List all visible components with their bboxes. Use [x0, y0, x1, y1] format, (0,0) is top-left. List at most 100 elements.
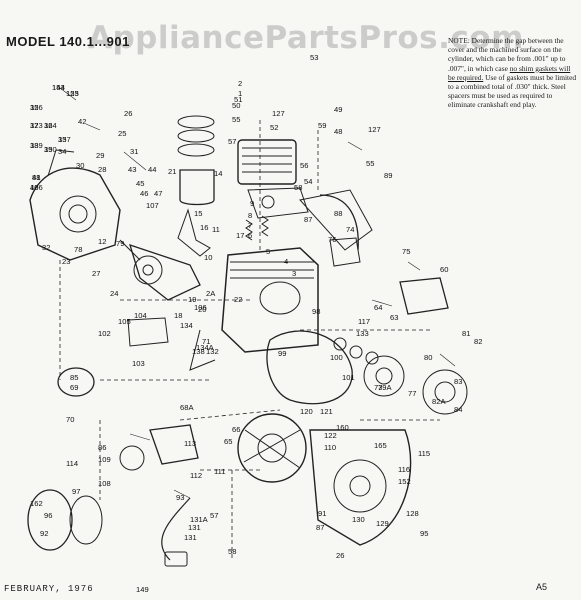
- part-callout: 89: [384, 171, 393, 180]
- part-callout: 117: [358, 317, 371, 326]
- part-callout: 91: [318, 509, 327, 518]
- part-callout: 129: [376, 519, 389, 528]
- part-callout: 66: [232, 425, 241, 434]
- part-callout: 102: [98, 329, 111, 338]
- part-callout: 162: [30, 499, 43, 508]
- part-callout: 105: [118, 317, 131, 326]
- note-underlined: no shim gaskets will be required.: [448, 63, 571, 82]
- print-date: FEBRUARY, 1976: [4, 584, 94, 594]
- part-callout: 49: [334, 105, 343, 114]
- air-cleaner-cover: [27, 489, 73, 551]
- carburetor: [149, 424, 199, 465]
- part-callout: 82: [474, 337, 483, 346]
- part-callout: 23: [62, 257, 71, 266]
- part-callout: 127: [272, 109, 285, 118]
- engine-block: [221, 247, 319, 353]
- part-callout: 116: [398, 465, 411, 474]
- part-callout: 73: [374, 383, 383, 392]
- part-callout: 80: [424, 353, 433, 362]
- part-callout: 8: [248, 211, 253, 220]
- part-callout: 58: [294, 183, 303, 192]
- part-callout: 113: [184, 439, 197, 448]
- part-callout: 5: [266, 247, 271, 256]
- part-callout: 18: [174, 311, 183, 320]
- part-callout: 20: [198, 305, 207, 314]
- part-callout: 110: [324, 443, 337, 452]
- part-callout: 70: [66, 415, 75, 424]
- note-lead: NOTE: Determine the gap between the cove…: [448, 36, 566, 73]
- part-callout: 74: [346, 225, 355, 234]
- note-rest: Use of gaskets must be limited to a comb…: [448, 72, 577, 110]
- part-callout: 44: [148, 165, 157, 174]
- part-callout: 69: [70, 383, 79, 392]
- part-callout: 51: [234, 95, 243, 104]
- part-callout: 3: [292, 269, 297, 278]
- part-callout: 35: [30, 103, 39, 112]
- part-callout: 55: [232, 115, 241, 124]
- watermark: AppliancePartsPros.com: [88, 20, 524, 56]
- blower-housing: [266, 330, 353, 405]
- part-callout: 79: [116, 239, 125, 248]
- part-callout: 121: [320, 407, 333, 416]
- part-callout: 56: [300, 161, 309, 170]
- part-callout: 125: [66, 89, 79, 98]
- part-callout: 42: [78, 117, 87, 126]
- part-callout: 39: [44, 145, 53, 154]
- part-callout: 57: [210, 511, 219, 520]
- part-callout: 112: [190, 471, 203, 480]
- part-callout: 100: [330, 353, 343, 362]
- part-callout: 14: [214, 169, 223, 178]
- part-callout: 86: [98, 443, 107, 452]
- part-callout: 47: [154, 189, 163, 198]
- part-callout: 28: [98, 165, 107, 174]
- fuel-bowl: [119, 445, 145, 471]
- part-callout: 154: [52, 83, 65, 92]
- breather: [329, 237, 361, 267]
- recoil-housing: [309, 429, 412, 546]
- breather-gasket: [127, 317, 169, 347]
- part-callout: 127: [368, 125, 381, 134]
- part-callout: 43: [128, 165, 137, 174]
- part-callout: 97: [72, 487, 81, 496]
- part-callout: 75: [402, 247, 411, 256]
- part-callout: 150: [44, 145, 57, 154]
- part-callout: 45: [136, 179, 145, 188]
- part-callout: 59: [318, 121, 327, 130]
- part-callout: 143: [52, 83, 65, 92]
- part-callout: 92: [40, 529, 49, 538]
- head-gasket: [247, 187, 309, 219]
- part-callout: 98: [312, 307, 321, 316]
- cam-gear: [133, 255, 163, 285]
- part-callout: 55: [366, 159, 375, 168]
- cylinder-head: [237, 139, 297, 185]
- part-callout: 37: [30, 121, 39, 130]
- valve-spring: [245, 219, 253, 241]
- part-callout: 128: [406, 509, 419, 518]
- part-callout: 17: [236, 231, 245, 240]
- part-callout: 88: [32, 173, 41, 182]
- part-callout: 95: [420, 529, 429, 538]
- part-callout: 78: [74, 245, 83, 254]
- part-callout: 41: [32, 173, 41, 182]
- part-callout: 71: [202, 337, 211, 346]
- part-callout: 9: [250, 199, 255, 208]
- model-title: MODEL 140.1...901: [6, 34, 130, 49]
- part-callout: 57: [228, 137, 237, 146]
- part-callout: 52: [270, 123, 279, 132]
- part-callout: 122: [324, 431, 337, 440]
- part-callout: 111: [214, 467, 226, 476]
- part-callout: 133: [356, 329, 369, 338]
- part-callout: 77: [408, 389, 417, 398]
- crankshaft: [129, 243, 201, 301]
- piston-ring: [177, 115, 215, 129]
- part-callout: 2: [238, 79, 243, 88]
- part-callout: 84: [454, 405, 463, 414]
- part-callout: 12: [98, 237, 107, 246]
- part-callout: 87: [316, 523, 325, 532]
- part-callout: 101: [342, 373, 355, 382]
- part-callout: 104: [134, 311, 147, 320]
- part-callout: 87: [304, 215, 313, 224]
- starter-clutch: [363, 355, 405, 397]
- assembly-note: NOTE: Determine the gap between the cove…: [448, 36, 578, 110]
